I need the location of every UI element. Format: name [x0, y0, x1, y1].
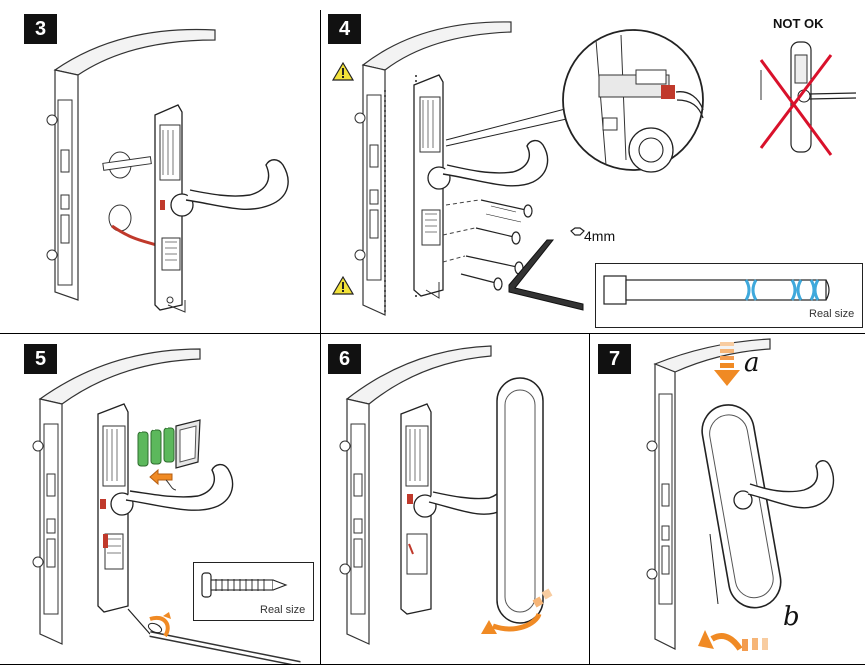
- divider-bottom-right-vertical: [589, 334, 590, 664]
- step-3-panel: 3: [0, 0, 320, 333]
- step-4-badge: 4: [328, 14, 361, 44]
- hex-key-icon: [508, 239, 584, 311]
- hex-size-label: 4mm: [584, 228, 616, 244]
- not-ok-label: NOT OK: [773, 16, 824, 31]
- step-5-real-size-box: [193, 562, 314, 621]
- step-4-real-size-box: [595, 263, 863, 328]
- step-5-badge: 5: [24, 344, 57, 374]
- battery-group: [137, 425, 175, 467]
- divider-footer: [0, 664, 865, 665]
- push-down-arrow: [714, 342, 740, 386]
- step-3-illustration: [46, 28, 289, 313]
- divider-top-vertical: [320, 10, 321, 333]
- warning-icon: [331, 61, 355, 81]
- divider-horizontal: [0, 333, 865, 334]
- step-7-label-b: b: [783, 602, 800, 632]
- small-screw-real-size-illustration: [201, 572, 288, 598]
- step-7-badge: 7: [598, 344, 631, 374]
- step-4-illustration: [331, 21, 857, 316]
- step-6-panel: 6: [321, 334, 589, 664]
- step-6-badge: 6: [328, 344, 361, 374]
- step-3-badge: 3: [24, 14, 57, 44]
- turn-arrow: [698, 630, 768, 651]
- step-7-illustration: [646, 338, 835, 651]
- step-6-illustration: [339, 345, 553, 645]
- screw-real-size-illustration: [603, 275, 830, 305]
- step-7-label-a: a: [744, 348, 760, 378]
- step-5-panel: 5: [0, 334, 320, 664]
- step-5-real-size-label: Real size: [260, 604, 306, 616]
- step-7-panel: 7 a: [590, 334, 865, 664]
- divider-bottom-left-vertical: [320, 334, 321, 664]
- step-5-illustration: [32, 348, 301, 664]
- step-4-real-size-label: Real size: [809, 308, 855, 320]
- not-ok-figure: [759, 41, 857, 156]
- warning-icon: [331, 275, 355, 295]
- step-4-panel: 4: [321, 0, 865, 333]
